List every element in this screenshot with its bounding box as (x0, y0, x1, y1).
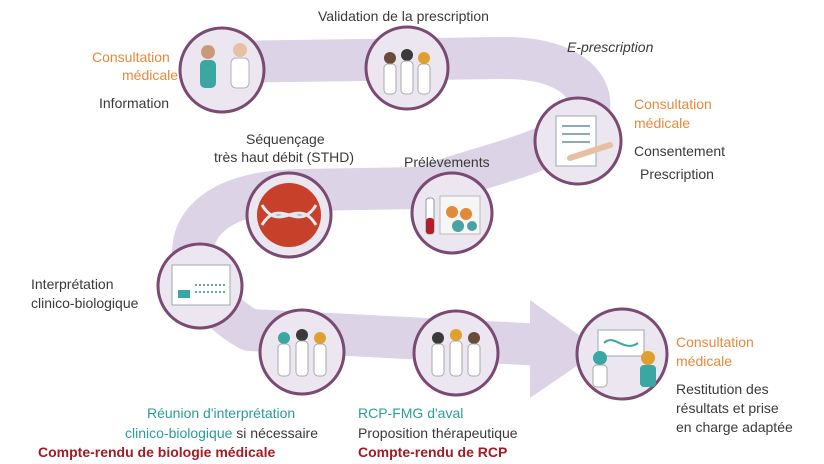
team-meeting-icon (383, 49, 431, 95)
meeting2-title: RCP-FMG d'aval (358, 405, 464, 421)
consult3-title-line1: Consultation (676, 334, 754, 350)
step-sequencing (245, 171, 333, 259)
consult1-title-line2: médicale (122, 67, 179, 83)
consult2-title-line1: Consultation (634, 96, 712, 112)
meeting1-subtitle-rest: si nécessaire (232, 425, 318, 441)
consult2-consent: Consentement (634, 143, 726, 159)
step-consultation-information (178, 26, 266, 114)
meeting1-subtitle: clinico-biologique si nécessaire (125, 424, 318, 442)
eprescription-label: E-prescription (567, 39, 654, 55)
meeting1-title: Réunion d'interprétation (147, 405, 296, 421)
consult2-prescription: Prescription (640, 166, 714, 182)
consult2-title-line2: médicale (634, 115, 691, 131)
interpretation-title-line1: Interprétation (31, 276, 114, 292)
meeting2-report: Compte-rendu de RCP (358, 444, 508, 460)
signing-document-icon (555, 115, 613, 167)
results-restitution-icon (592, 329, 656, 388)
test-tubes-icon (425, 195, 481, 235)
step-consultation-results (575, 307, 669, 401)
team-meeting-icon (431, 329, 481, 377)
step-rcp-meeting (412, 309, 500, 397)
sampling-title: Prélèvements (404, 154, 490, 170)
pathway-arrow-head (530, 300, 600, 398)
dna-screen-icon (171, 264, 231, 306)
doctor-patient-icon (200, 43, 250, 89)
step-consultation-consent (533, 96, 623, 186)
consult3-sub1: Restitution des (676, 381, 769, 397)
consult3-title-line2: médicale (676, 353, 733, 369)
step-interpretation-meeting (258, 308, 346, 396)
step-sampling (410, 171, 494, 255)
step-validation (364, 25, 450, 111)
consult1-title-line1: Consultation (92, 49, 170, 65)
meeting1-subtitle-teal: clinico-biologique (125, 425, 233, 441)
sequencing-title-line2: très haut débit (STHD) (214, 149, 355, 165)
interpretation-title-line2: clinico-biologique (31, 295, 139, 311)
step-interpretation (156, 242, 244, 330)
team-meeting-icon (277, 329, 327, 377)
consult3-sub2: résultats et prise (676, 400, 779, 416)
consult1-subtitle: Information (99, 95, 170, 111)
sequencing-title-line1: Séquençage (246, 131, 325, 147)
meeting1-report: Compte-rendu de biologie médicale (38, 444, 276, 460)
meeting2-subtitle: Proposition thérapeutique (358, 425, 518, 441)
dna-helix-icon (257, 183, 321, 247)
consult3-sub3: en charge adaptée (676, 419, 793, 435)
validation-title: Validation de la prescription (318, 8, 489, 24)
